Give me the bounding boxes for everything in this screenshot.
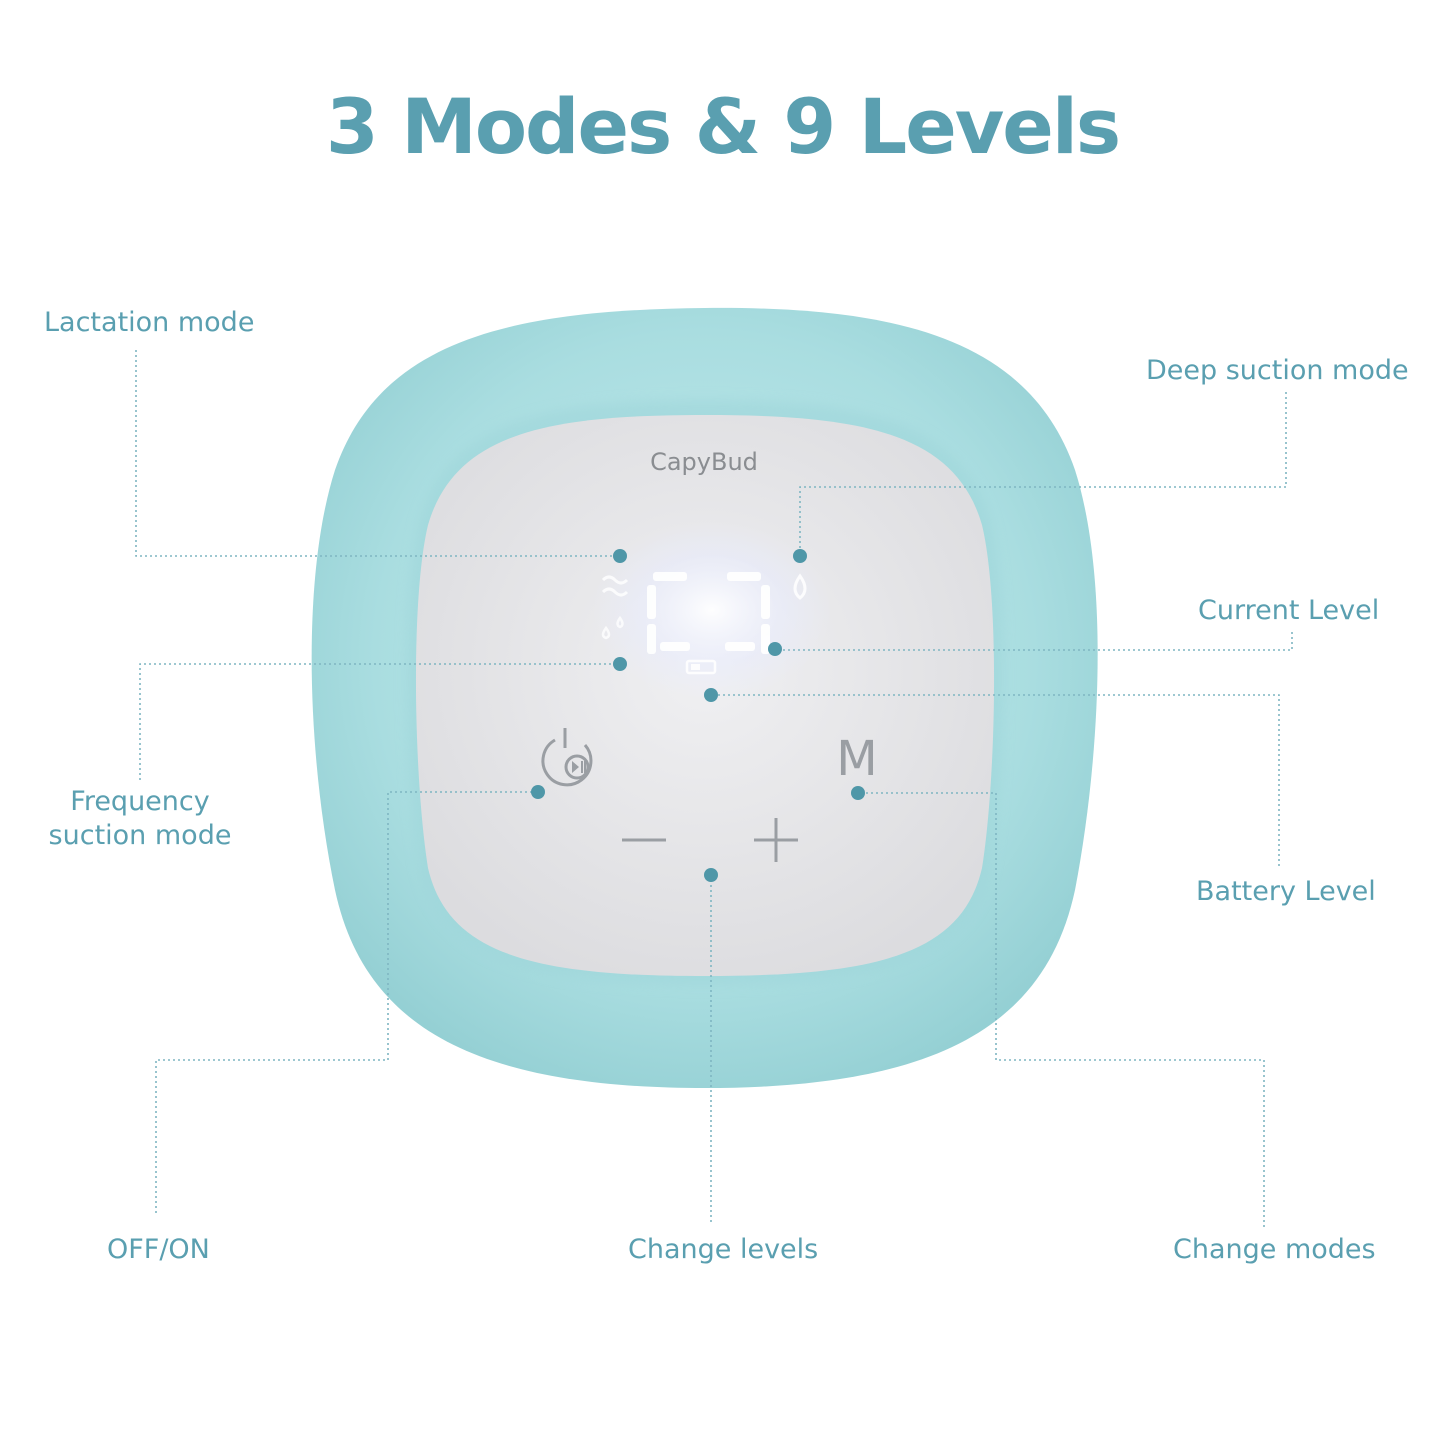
drops-icon xyxy=(601,615,624,640)
battery-icon xyxy=(685,659,717,675)
leader-frequency-suction-mode xyxy=(139,663,620,780)
wave-icon xyxy=(601,575,629,597)
label-frequency-line2: suction mode xyxy=(48,820,232,851)
leader-off-on xyxy=(155,791,538,1213)
label-lactation-mode: Lactation mode xyxy=(44,307,255,338)
label-change-modes: Change modes xyxy=(1173,1234,1376,1265)
label-off-on: OFF/ON xyxy=(107,1234,210,1265)
label-deep-suction-mode: Deep suction mode xyxy=(1146,355,1409,386)
label-frequency-suction-mode: Frequency suction mode xyxy=(30,785,250,853)
page-title: 3 Modes & 9 Levels xyxy=(325,82,1121,171)
power-play-pause-icon[interactable] xyxy=(541,728,593,787)
drop-icon xyxy=(793,573,807,600)
label-current-level: Current Level xyxy=(1198,595,1380,626)
dot-frequency-suction-mode xyxy=(613,657,627,671)
label-frequency-line1: Frequency xyxy=(70,786,210,817)
leader-change-modes xyxy=(858,792,1265,1227)
callout-dots xyxy=(531,549,865,882)
dot-lactation-mode xyxy=(613,549,627,563)
label-change-levels: Change levels xyxy=(628,1234,819,1265)
dot-off-on xyxy=(531,785,545,799)
dot-battery-level xyxy=(704,688,718,702)
dot-deep-suction-mode xyxy=(793,549,807,563)
plus-icon[interactable] xyxy=(754,818,798,862)
dot-change-modes xyxy=(851,786,865,800)
mode-m-key[interactable]: M xyxy=(836,731,877,787)
brand-logo-text: CapyBud xyxy=(650,448,758,476)
leader-battery-level xyxy=(711,694,1280,866)
leader-current-level xyxy=(775,632,1293,651)
label-battery-level: Battery Level xyxy=(1196,876,1376,907)
dot-change-levels xyxy=(704,868,718,882)
leader-lactation-mode xyxy=(135,350,620,557)
leader-deep-suction-mode xyxy=(799,392,1287,556)
dot-current-level xyxy=(768,642,782,656)
callout-leader-lines xyxy=(135,350,1293,1227)
level-digit-display xyxy=(647,572,770,654)
